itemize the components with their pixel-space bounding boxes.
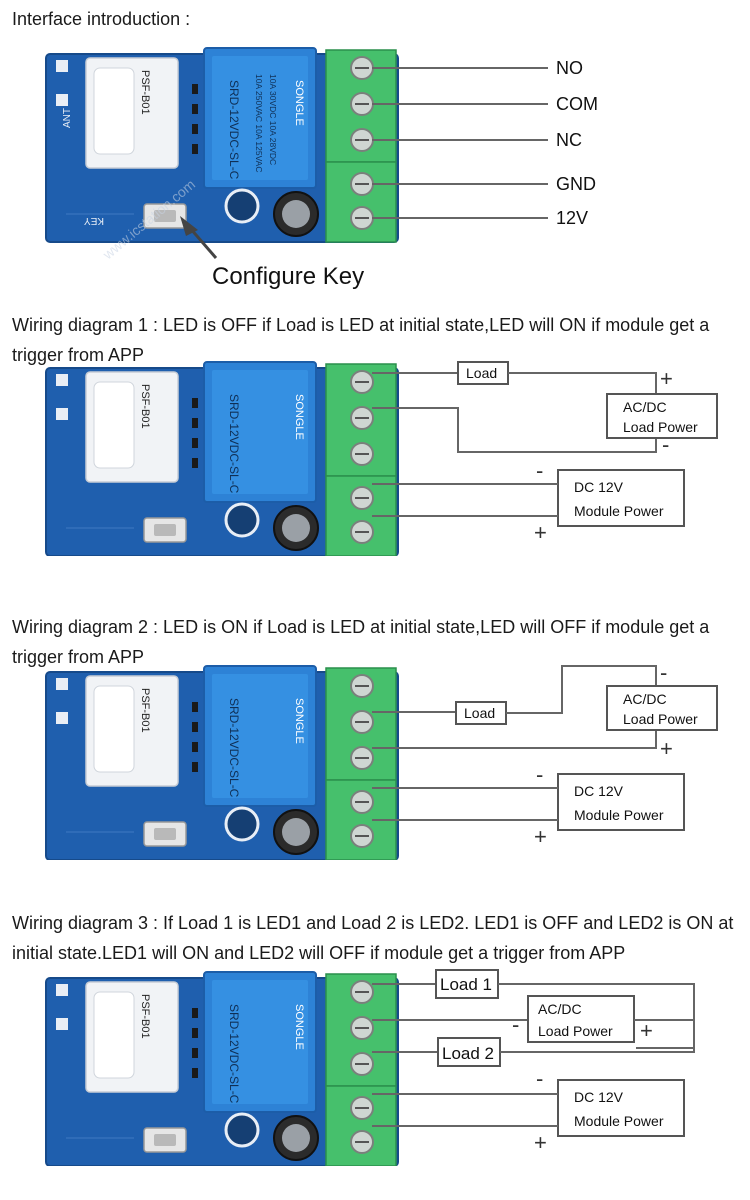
plus-sign: +: [660, 736, 673, 761]
relay-rating-1: 10A 250VAC 10A 125VAC: [254, 74, 264, 172]
ac-dc-label: AC/DC: [538, 1001, 582, 1017]
load-label: Load: [464, 705, 495, 721]
relay-board: [44, 46, 400, 244]
module-label: PSF-B01: [139, 384, 151, 429]
minus-sign: -: [536, 458, 543, 483]
minus-sign: -: [512, 1012, 519, 1037]
dc-12v-label: DC 12V: [574, 479, 624, 495]
minus-sign: -: [662, 432, 669, 457]
plus-sign: +: [534, 1130, 547, 1155]
ac-dc-load-power-box: [606, 685, 718, 731]
minus-sign: -: [536, 762, 543, 787]
terminal-label-gnd: GND: [556, 174, 596, 194]
relay-rating-2: 10A 30VDC 10A 28VDC: [268, 74, 278, 165]
relay-board: [44, 970, 400, 1166]
terminal-label-12v: 12V: [556, 208, 588, 228]
dc-12v-label: DC 12V: [574, 1089, 624, 1105]
configure-key-label: Configure Key: [212, 263, 364, 290]
relay-board: [44, 360, 400, 556]
load-power-label: Load Power: [538, 1023, 613, 1039]
relay-board: [44, 664, 400, 860]
dc-module-power-box: [557, 469, 685, 527]
silk-key: KEY: [84, 215, 104, 226]
section-title-interface: Interface introduction :: [12, 9, 191, 29]
interface-diagram: PSF-B01 ANT KEY SONGLE SRD-12VDC-SL-C 10…: [44, 46, 598, 290]
plus-sign: +: [640, 1018, 653, 1043]
relay-brand: SONGLE: [293, 1004, 305, 1050]
plus-sign: +: [534, 824, 547, 849]
silk-ant: ANT: [62, 108, 73, 128]
module-power-label: Module Power: [574, 503, 664, 519]
load-1-label: Load 1: [440, 975, 492, 994]
relay-brand: SONGLE: [293, 698, 305, 744]
dc-module-power-box: [557, 773, 685, 831]
minus-sign: -: [536, 1066, 543, 1091]
relay-model: SRD-12VDC-SL-C: [227, 698, 241, 798]
relay-model: SRD-12VDC-SL-C: [227, 394, 241, 494]
plus-sign: +: [660, 366, 673, 391]
load-2-box: [437, 1037, 501, 1067]
minus-sign: -: [660, 660, 667, 685]
plus-sign: +: [534, 520, 547, 545]
load-2-label: Load 2: [442, 1044, 494, 1063]
wiring-diagram-1: PSF-B01 SRD-12VDC-SL-C SONGLE Load AC/DC…: [44, 360, 718, 556]
relay-brand: SONGLE: [293, 80, 305, 126]
module-power-label: Module Power: [574, 807, 664, 823]
module-label: PSF-B01: [139, 688, 151, 733]
load-label: Load: [466, 365, 497, 381]
relay-model: SRD-12VDC-SL-C: [227, 80, 241, 180]
ac-dc-load-power-box: [606, 393, 718, 439]
wiring-diagram-2: PSF-B01 SRD-12VDC-SL-C SONGLE Load AC/DC…: [44, 660, 718, 860]
module-power-label: Module Power: [574, 1113, 664, 1129]
module-label: PSF-B01: [139, 994, 151, 1039]
ac-dc-label: AC/DC: [623, 399, 667, 415]
terminal-label-no: NO: [556, 58, 583, 78]
dc-12v-label: DC 12V: [574, 783, 624, 799]
terminal-label-com: COM: [556, 94, 598, 114]
wiring-diagram-3: PSF-B01 SRD-12VDC-SL-C SONGLE Load 1 AC/…: [44, 969, 695, 1166]
arrow-icon: [180, 216, 198, 236]
load-power-label: Load Power: [623, 419, 698, 435]
relay-model: SRD-12VDC-SL-C: [227, 1004, 241, 1104]
section-title-wiring-3: Wiring diagram 3 : If Load 1 is LED1 and…: [12, 913, 734, 963]
module-label: PSF-B01: [139, 70, 151, 115]
terminal-label-nc: NC: [556, 130, 582, 150]
section-title-wiring-1: Wiring diagram 1 : LED is OFF if Load is…: [12, 315, 710, 365]
ac-dc-label: AC/DC: [623, 691, 667, 707]
section-title-wiring-2: Wiring diagram 2 : LED is ON if Load is …: [12, 617, 710, 667]
relay-brand: SONGLE: [293, 394, 305, 440]
dc-module-power-box: [557, 1079, 685, 1137]
load-1-box: [435, 969, 499, 999]
load-power-label: Load Power: [623, 711, 698, 727]
